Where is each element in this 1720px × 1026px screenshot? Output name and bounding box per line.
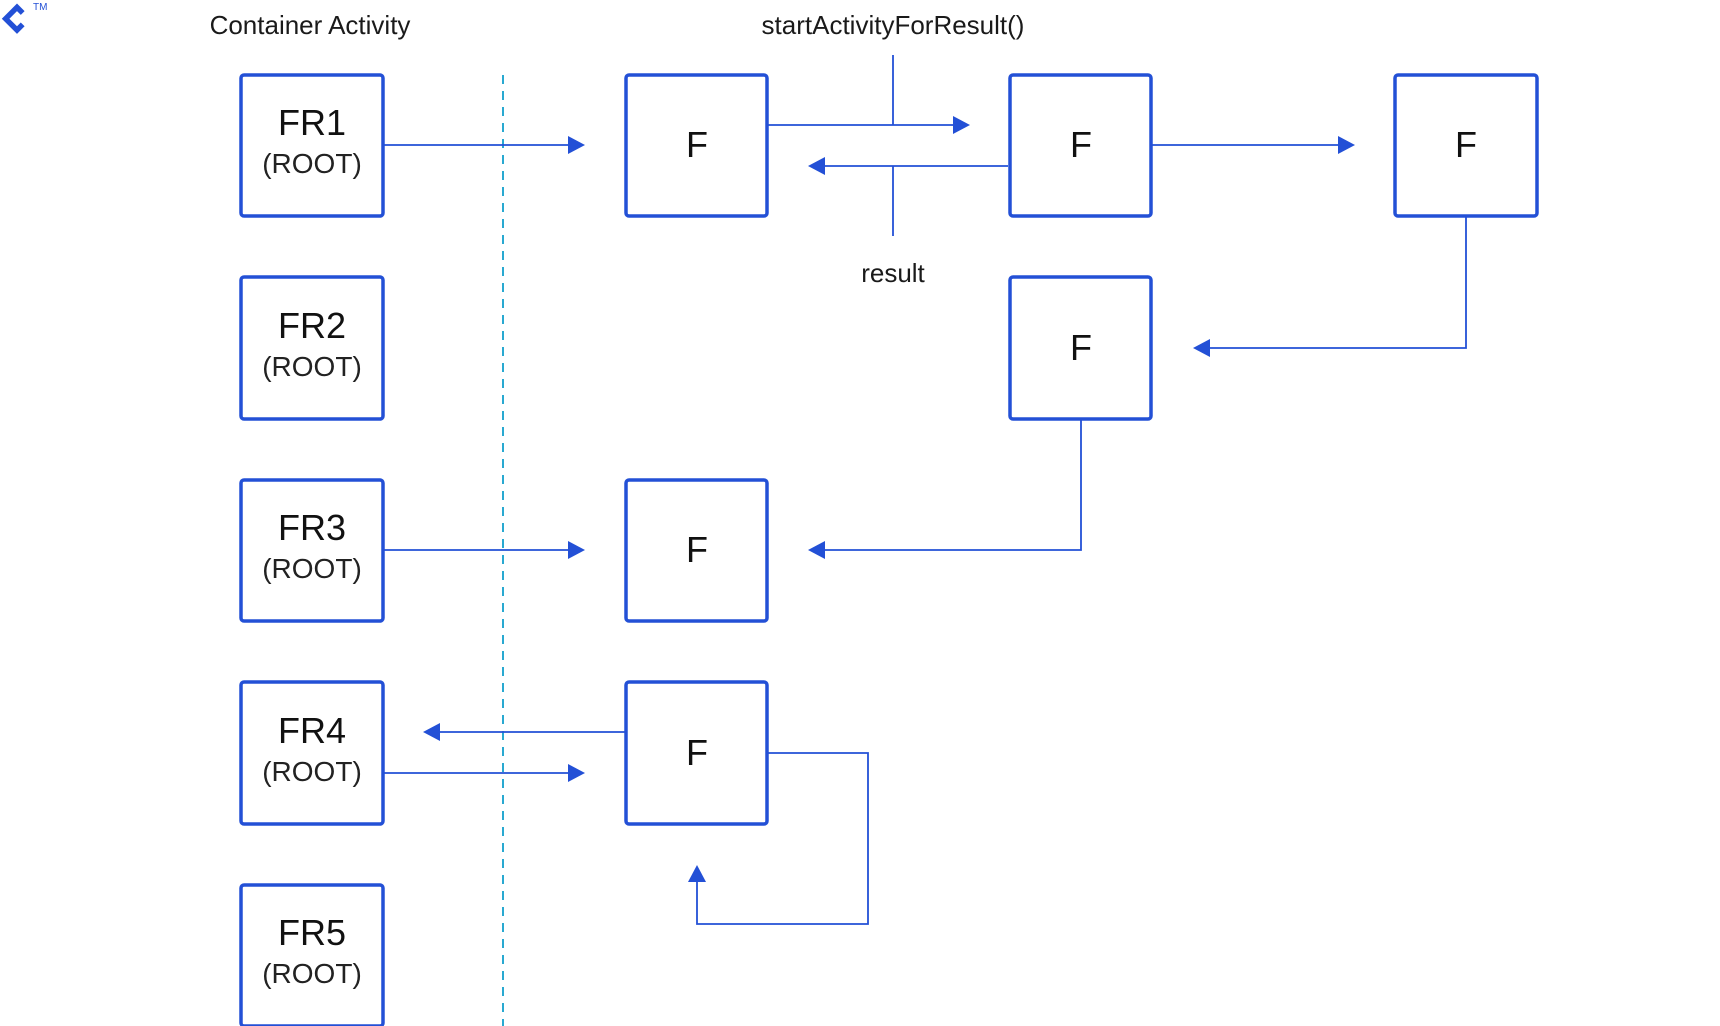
result-label: result [861,258,925,288]
node-label: F [1070,327,1092,368]
fragment-f1: F [624,73,769,218]
node-title: FR2 [278,305,346,346]
arrowhead-fr4-f6 [568,764,585,782]
edge-f4-f5 [823,419,1082,551]
node-label: F [1070,124,1092,165]
arrowhead-fr1-f1 [568,136,585,154]
node-subtitle: (ROOT) [262,756,362,787]
node-label: F [1455,124,1477,165]
toptal-logo-icon: TM [1,2,47,34]
arrowhead-f2-f3 [1338,136,1355,154]
arrowhead-f2-f1 [808,157,825,175]
arrowhead-f6-self [688,865,706,882]
trademark-label: TM [33,2,47,13]
container-activity-label: Container Activity [210,10,411,40]
root-fragment-fr4: FR4 (ROOT) [239,680,385,826]
root-fragment-fr2: FR2 (ROOT) [239,275,385,421]
root-fragment-fr5: FR5 (ROOT) [239,883,385,1026]
node-label: F [686,124,708,165]
arrowhead-f4-f5 [808,541,825,559]
node-label: F [686,529,708,570]
root-fragment-fr3: FR3 (ROOT) [239,478,385,623]
node-subtitle: (ROOT) [262,958,362,989]
node-title: FR4 [278,710,346,751]
node-label: F [686,732,708,773]
arrowhead-f3-f4 [1193,339,1210,357]
node-title: FR5 [278,912,346,953]
node-subtitle: (ROOT) [262,553,362,584]
fragment-f5: F [624,478,769,623]
fragment-f4: F [1008,275,1153,421]
fragment-f6: F [624,680,769,826]
connectors [383,55,1467,925]
node-title: FR3 [278,507,346,548]
edge-f3-f4 [1208,216,1467,349]
node-subtitle: (ROOT) [262,351,362,382]
start-activity-label: startActivityForResult() [762,10,1025,40]
fragment-f2: F [1008,73,1153,218]
arrowhead-f1-f2 [953,116,970,134]
root-fragment-fr1: FR1 (ROOT) [239,73,385,218]
edge-f6-self [696,752,869,925]
arrowhead-fr3-f5 [568,541,585,559]
fragment-f3: F [1393,73,1539,218]
node-title: FR1 [278,102,346,143]
arrowhead-f6-fr4 [423,723,440,741]
node-subtitle: (ROOT) [262,148,362,179]
